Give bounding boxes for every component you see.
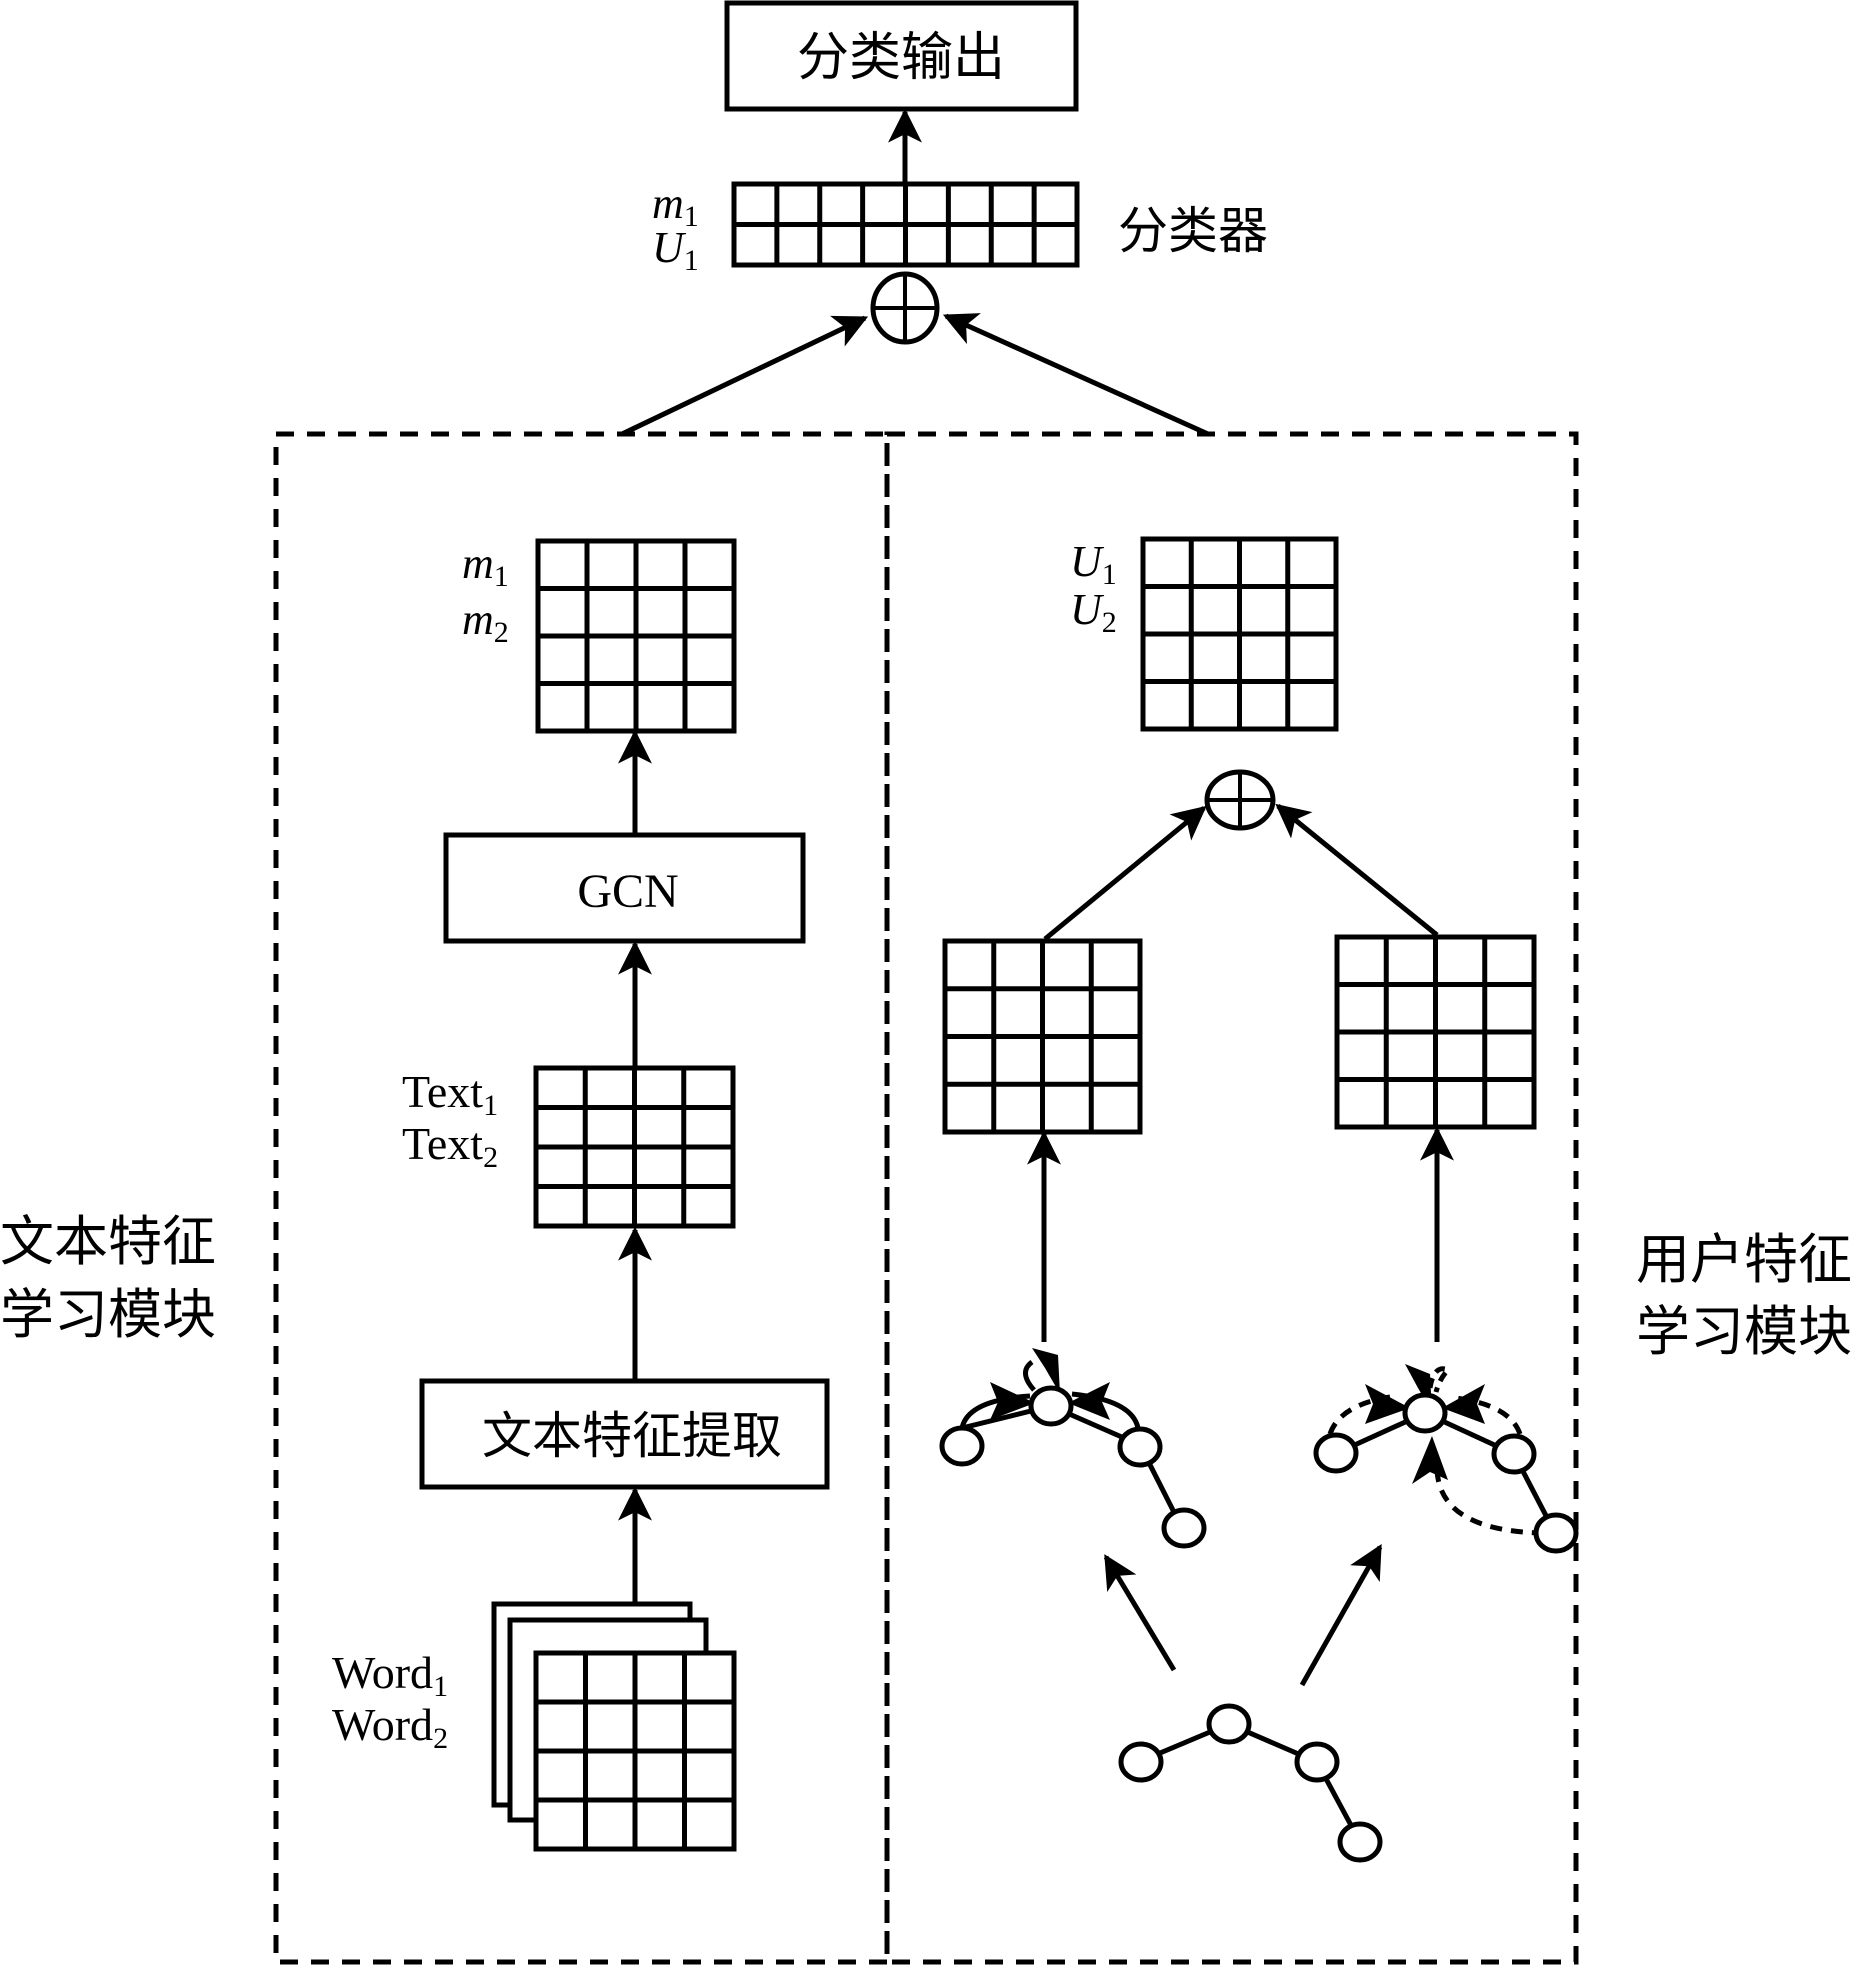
concat-operator-top [870,271,940,345]
m-row-label-1: m1 [462,539,509,593]
arrow-left-matrix-to-concat [1043,805,1207,941]
text-module-label-line2: 学习模块 [0,1283,216,1346]
gcn-box: GCN [443,832,806,944]
arrow-text-module-to-concat [620,315,869,437]
output-label: 分类输出 [797,28,1005,88]
right-aggregation-graph [1313,1364,1579,1554]
arrow-user-module-to-concat [942,313,1210,437]
graph-node [1313,1432,1359,1474]
graph-node [1118,1741,1164,1783]
classifier-row-label-1: m1 [652,179,699,233]
text-feature-extraction-box: 文本特征提取 [419,1378,830,1490]
m-matrix [535,538,737,734]
text-matrix [533,1065,736,1229]
classification-output-box: 分类输出 [724,0,1079,112]
m-row-label-2: m2 [462,595,509,649]
word-row-label-2: Word2 [332,1699,448,1755]
graph-node [1206,1703,1252,1745]
graph-node [1294,1741,1340,1783]
graph-node [1117,1426,1163,1468]
word-row-label-1: Word1 [332,1647,448,1703]
text-row-label-2: Text2 [402,1118,498,1174]
word-matrix-stack [491,1601,737,1852]
user-module-label-line2: 学习模块 [1636,1300,1852,1363]
extraction-label: 文本特征提取 [482,1407,782,1465]
left-aggregation-graph [939,1348,1207,1549]
classifier-label: 分类器 [1118,202,1268,260]
user-module-dashed-box [884,431,1579,1965]
gcn-label: GCN [577,865,678,918]
arrow-input-graph-to-left [1103,1554,1177,1672]
u-matrix [1140,536,1339,732]
graph-node [1161,1507,1207,1549]
u-row-label-1: U1 [1070,537,1117,591]
graph-node [1533,1512,1579,1554]
right-user-matrix [1334,934,1537,1130]
concat-operator-user [1204,769,1276,831]
graph-node [939,1425,985,1467]
graph-node [1337,1821,1383,1863]
graph-node [1402,1392,1448,1434]
graph-node [1028,1385,1074,1427]
arrow-right-matrix-to-concat [1275,803,1439,937]
u-row-label-2: U2 [1070,585,1117,639]
classifier-row-label-2: U1 [652,223,699,277]
text-module-label-line1: 文本特征 [0,1210,216,1273]
input-user-graph [1118,1703,1383,1863]
arrow-input-graph-to-right [1299,1544,1383,1687]
classifier-matrix [731,181,1080,268]
user-module-label-line1: 用户特征 [1636,1228,1852,1291]
text-row-label-1: Text1 [402,1066,498,1122]
graph-node [1491,1433,1537,1475]
left-user-matrix [942,938,1143,1135]
